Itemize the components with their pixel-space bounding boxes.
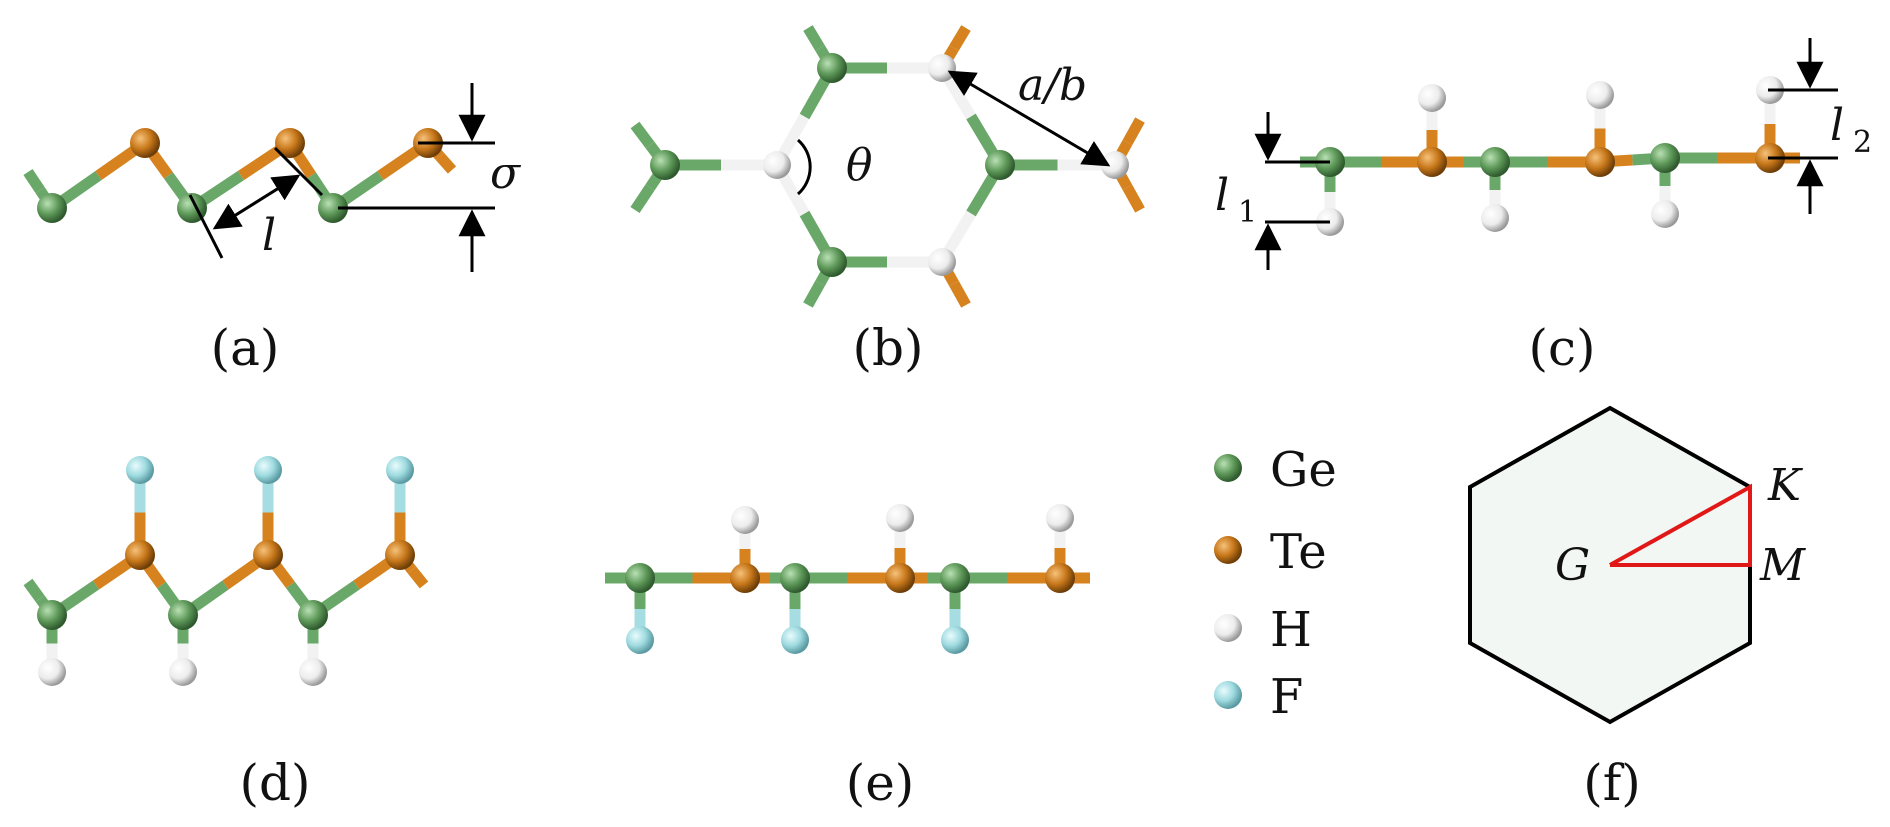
- panel-a-caption: (a): [211, 319, 280, 377]
- panel-c-caption: (c): [1528, 319, 1595, 377]
- panel-c-l2-label: l: [1830, 100, 1844, 151]
- atom-h: [1651, 200, 1679, 228]
- bond: [1122, 117, 1145, 146]
- legend-ge-label: Ge: [1270, 442, 1337, 498]
- panel-f-caption: (f): [1583, 754, 1641, 812]
- atom-h: [38, 658, 66, 686]
- panel-a-bond-arrow: [212, 174, 301, 230]
- atom-ge: [817, 53, 847, 83]
- atom-te: [1045, 563, 1075, 593]
- atom-f: [626, 626, 654, 654]
- atom-te: [130, 128, 160, 158]
- atom-h: [1046, 504, 1074, 532]
- atom-ge: [37, 193, 67, 223]
- panel-a-bond-tick-2: [273, 146, 324, 197]
- atom-h: [299, 658, 327, 686]
- bond: [23, 168, 45, 194]
- atom-h: [169, 658, 197, 686]
- bond: [630, 121, 655, 149]
- panel-c: l 1 l 2 (c): [1215, 38, 1872, 377]
- atom-h: [763, 151, 791, 179]
- atom-h: [1586, 81, 1614, 109]
- label-M: M: [1759, 540, 1806, 591]
- legend-ge-swatch: [1214, 454, 1242, 482]
- atom-te: [125, 540, 155, 570]
- bond: [435, 152, 457, 174]
- atom-h: [1481, 204, 1509, 232]
- atom-te: [275, 128, 305, 158]
- legend-h-label: H: [1270, 602, 1312, 658]
- atom-h: [928, 248, 956, 276]
- panel-d-structure: [23, 456, 429, 686]
- panel-b-lattice-arrow: [947, 70, 1111, 167]
- label-K: K: [1767, 460, 1803, 511]
- bond: [407, 566, 429, 589]
- bond: [1122, 184, 1145, 213]
- atom-ge: [985, 150, 1015, 180]
- atom-te: [885, 563, 915, 593]
- atom-ge: [780, 563, 810, 593]
- legend-f-swatch: [1214, 681, 1242, 709]
- panel-a-buckling-label: σ: [490, 148, 522, 199]
- panel-e-caption: (e): [846, 754, 915, 812]
- panel-c-l1-label: l: [1215, 170, 1229, 221]
- label-G: G: [1555, 540, 1590, 591]
- bond: [949, 280, 971, 308]
- panel-c-structure: [1300, 76, 1800, 236]
- atom-te: [730, 563, 760, 593]
- bond: [803, 280, 825, 308]
- bond: [803, 25, 825, 51]
- high-symmetry-path: [1609, 483, 1752, 567]
- atom-te: [1585, 147, 1615, 177]
- panel-f: G K M (f): [1468, 405, 1806, 812]
- atom-te: [253, 540, 283, 570]
- atom-f: [254, 456, 282, 484]
- legend-te-swatch: [1214, 536, 1242, 564]
- atom-h: [731, 506, 759, 534]
- atom-te: [385, 540, 415, 570]
- panel-a-bond-length-label: l: [262, 210, 276, 261]
- legend: Ge Te H F: [1214, 442, 1337, 725]
- panel-b-caption: (b): [852, 319, 923, 377]
- atom-h: [1418, 84, 1446, 112]
- atom-ge: [940, 563, 970, 593]
- panel-a-structure: [23, 128, 457, 223]
- panel-e: (e): [605, 504, 1090, 812]
- panel-a-bond-tick-1: [188, 194, 224, 259]
- atom-f: [781, 626, 809, 654]
- legend-h-swatch: [1214, 614, 1242, 642]
- panel-b: a/b θ (b): [630, 25, 1145, 377]
- panel-b-angle-label: θ: [846, 140, 873, 191]
- panel-d-caption: (d): [239, 754, 310, 812]
- legend-f-label: F: [1270, 669, 1303, 725]
- atom-ge: [817, 247, 847, 277]
- atom-f: [941, 626, 969, 654]
- panel-b-angle-arc: [796, 138, 812, 196]
- bond: [23, 578, 45, 602]
- atom-ge: [625, 563, 655, 593]
- bond: [949, 25, 971, 51]
- bond: [630, 184, 655, 214]
- panel-c-l2-subscript: 2: [1853, 125, 1872, 160]
- panel-a: l σ (a): [23, 83, 522, 377]
- atom-h: [928, 54, 956, 82]
- atom-ge: [650, 150, 680, 180]
- atom-ge: [37, 600, 67, 630]
- panel-c-l1-subscript: 1: [1238, 195, 1257, 230]
- atom-ge: [168, 600, 198, 630]
- atom-f: [386, 456, 414, 484]
- atom-f: [126, 456, 154, 484]
- panel-e-structure: [605, 504, 1090, 654]
- panel-b-lattice-label: a/b: [1018, 60, 1087, 111]
- atom-te: [1417, 147, 1447, 177]
- atom-h: [886, 504, 914, 532]
- panel-d: (d): [23, 456, 429, 812]
- atom-ge: [318, 193, 348, 223]
- legend-te-label: Te: [1270, 524, 1327, 580]
- atom-ge: [1650, 143, 1680, 173]
- atom-ge: [298, 600, 328, 630]
- atom-ge: [1480, 147, 1510, 177]
